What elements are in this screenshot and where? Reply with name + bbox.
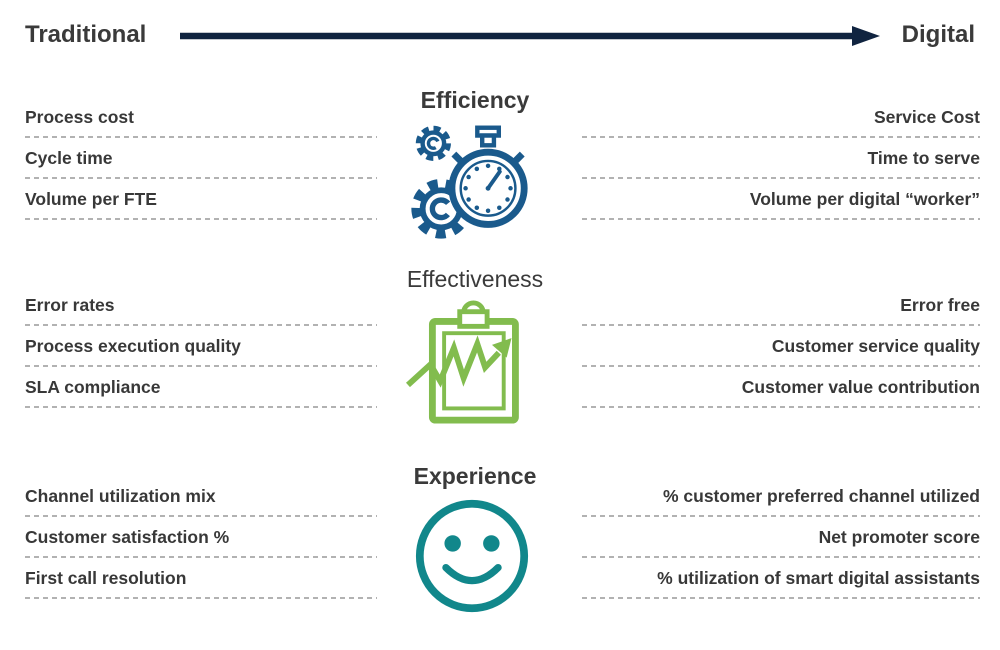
clipboard-trend-arrow-icon: [405, 300, 519, 424]
section-title-efficiency: Efficiency: [420, 87, 530, 113]
metric-row: Customer service quality: [582, 333, 980, 374]
dashed-divider: [25, 324, 377, 326]
metric-label: Cycle time: [25, 148, 113, 168]
dashed-divider: [25, 177, 377, 179]
dashed-divider: [25, 556, 377, 558]
dashed-divider: [582, 324, 980, 326]
dashed-divider: [25, 218, 377, 220]
gears-stopwatch-icon: [411, 125, 528, 239]
dashed-divider: [582, 597, 980, 599]
traditional-label: Traditional: [25, 21, 147, 48]
dashed-divider: [25, 597, 377, 599]
dashed-divider: [582, 556, 980, 558]
dashed-divider: [582, 136, 980, 138]
metric-label: First call resolution: [25, 568, 187, 588]
experience-digital-metrics: % customer preferred channel utilized Ne…: [582, 483, 980, 606]
metric-label: Customer satisfaction %: [25, 527, 230, 547]
metric-row: SLA compliance: [25, 374, 377, 415]
metric-label: Net promoter score: [818, 527, 980, 547]
metric-row: Process cost: [25, 104, 377, 145]
metric-row: Time to serve: [582, 145, 980, 186]
metric-row: Channel utilization mix: [25, 483, 377, 524]
experience-traditional-metrics: Channel utilization mix Customer satisfa…: [25, 483, 377, 606]
section-title-experience: Experience: [413, 463, 537, 489]
metric-row: Service Cost: [582, 104, 980, 145]
metric-label: Channel utilization mix: [25, 486, 216, 506]
metric-row: Cycle time: [25, 145, 377, 186]
dashed-divider: [25, 365, 377, 367]
metric-row: Volume per digital “worker”: [582, 186, 980, 227]
effectiveness-digital-metrics: Error free Customer service quality Cust…: [582, 292, 980, 415]
metric-row: Customer satisfaction %: [25, 524, 377, 565]
metric-row: % customer preferred channel utilized: [582, 483, 980, 524]
metric-row: Error free: [582, 292, 980, 333]
metric-label: Error rates: [25, 295, 115, 315]
metric-label: Customer service quality: [771, 336, 980, 356]
metric-label: Error free: [900, 295, 980, 315]
metric-label: Volume per FTE: [25, 189, 157, 209]
dashed-divider: [25, 515, 377, 517]
metric-row: Error rates: [25, 292, 377, 333]
metric-row: First call resolution: [25, 565, 377, 606]
metric-row: Net promoter score: [582, 524, 980, 565]
metric-row: Volume per FTE: [25, 186, 377, 227]
dashed-divider: [582, 365, 980, 367]
digital-label: Digital: [901, 21, 975, 48]
dashed-divider: [25, 406, 377, 408]
metric-row: Customer value contribution: [582, 374, 980, 415]
metric-label: Service Cost: [873, 107, 980, 127]
metric-row: % utilization of smart digital assistant…: [582, 565, 980, 606]
efficiency-traditional-metrics: Process cost Cycle time Volume per FTE: [25, 104, 377, 227]
metric-label: SLA compliance: [25, 377, 161, 397]
metric-label: Customer value contribution: [741, 377, 980, 397]
dashed-divider: [582, 515, 980, 517]
metric-row: Process execution quality: [25, 333, 377, 374]
dashed-divider: [582, 406, 980, 408]
dashed-divider: [25, 136, 377, 138]
smiley-face-icon: [415, 499, 529, 613]
metric-label: Process cost: [25, 107, 134, 127]
dashed-divider: [582, 218, 980, 220]
effectiveness-traditional-metrics: Error rates Process execution quality SL…: [25, 292, 377, 415]
metric-label: Process execution quality: [25, 336, 241, 356]
section-title-effectiveness: Effectiveness: [406, 266, 544, 292]
metric-label: % utilization of smart digital assistant…: [657, 568, 980, 588]
right-arrow-icon: [180, 26, 880, 46]
metric-label: Volume per digital “worker”: [749, 189, 980, 209]
dashed-divider: [582, 177, 980, 179]
metric-label: Time to serve: [867, 148, 980, 168]
metric-label: % customer preferred channel utilized: [662, 486, 980, 506]
efficiency-digital-metrics: Service Cost Time to serve Volume per di…: [582, 104, 980, 227]
